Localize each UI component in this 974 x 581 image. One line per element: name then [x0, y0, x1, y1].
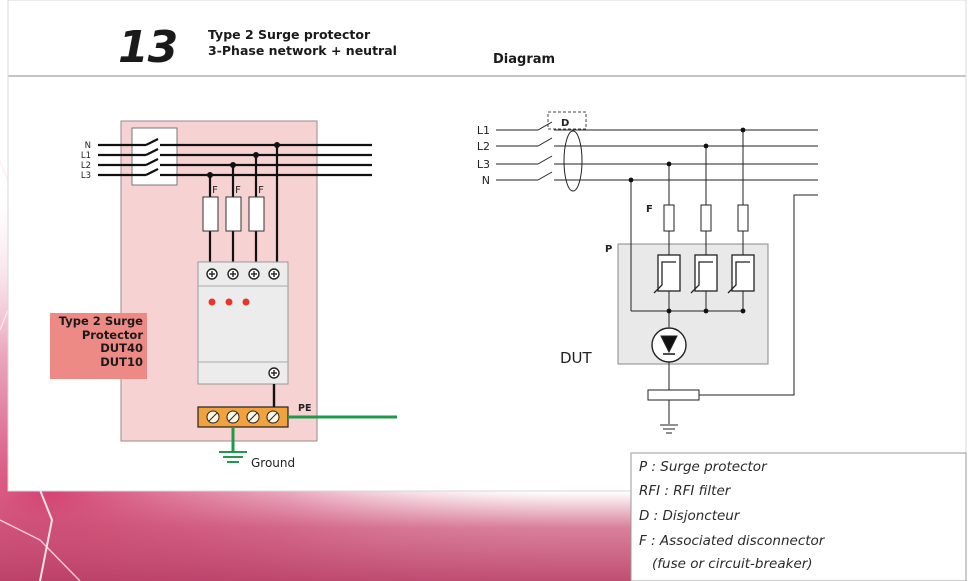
left-fuse-label-1: F: [212, 185, 218, 196]
page-title-line-2: 3-Phase network + neutral: [208, 43, 397, 58]
protector-label-line-2: Protector: [81, 327, 143, 342]
legend-item-f: F : Associated disconnector: [639, 533, 825, 549]
pe-label: PE: [298, 403, 311, 414]
page-number: 13: [118, 22, 178, 73]
left-fuse-label-2: F: [235, 185, 241, 196]
right-phase-label-l3: L3: [477, 158, 490, 171]
right-phase-label-l1: L1: [477, 124, 490, 137]
breaker-box: [547, 111, 587, 130]
breaker-label: D: [561, 118, 569, 129]
left-phase-label-n: N: [85, 141, 91, 151]
left-wiring-diagram: [98, 120, 397, 463]
right-phase-label-n: N: [482, 174, 490, 187]
surge-protector-label: Type 2 Surge Protector DUT40 DUT10: [50, 313, 147, 379]
right-schematic: [496, 111, 818, 434]
legend-item-rfi: RFI : RFI filter: [639, 483, 731, 499]
protector-label-line-3: DUT40: [100, 341, 143, 355]
section-label: Diagram: [493, 52, 556, 67]
right-phase-label-l2: L2: [477, 140, 490, 153]
protector-label-line-4: DUT10: [100, 354, 143, 369]
rfi-toroid: [563, 130, 583, 192]
indicator-dots: [208, 298, 250, 306]
surge-protector-module: [197, 261, 289, 385]
legend-item-p: P : Surge protector: [639, 459, 767, 475]
left-phase-label-l3: L3: [81, 171, 91, 181]
legend-box: [630, 452, 967, 581]
page-title-line-1: Type 2 Surge protector: [208, 27, 371, 42]
ground-symbol-right: [660, 424, 678, 434]
main-switch: [131, 127, 178, 186]
protector-label-line-1: Type 2 Surge: [58, 314, 143, 328]
left-phase-label-l2: L2: [81, 161, 91, 171]
legend-item-d: D : Disjoncteur: [639, 508, 740, 524]
left-fuse-label-3: F: [258, 185, 264, 196]
ground-label: Ground: [251, 456, 295, 470]
device-label: DUT: [560, 349, 593, 367]
page-border: [7, 0, 967, 492]
legend-item-f-detail: (fuse or circuit-breaker): [652, 556, 813, 572]
fuse-label: F: [646, 204, 653, 215]
left-phase-label-l1: L1: [81, 151, 91, 161]
protector-label: P: [605, 244, 612, 255]
ground-symbol-left: [219, 451, 247, 463]
